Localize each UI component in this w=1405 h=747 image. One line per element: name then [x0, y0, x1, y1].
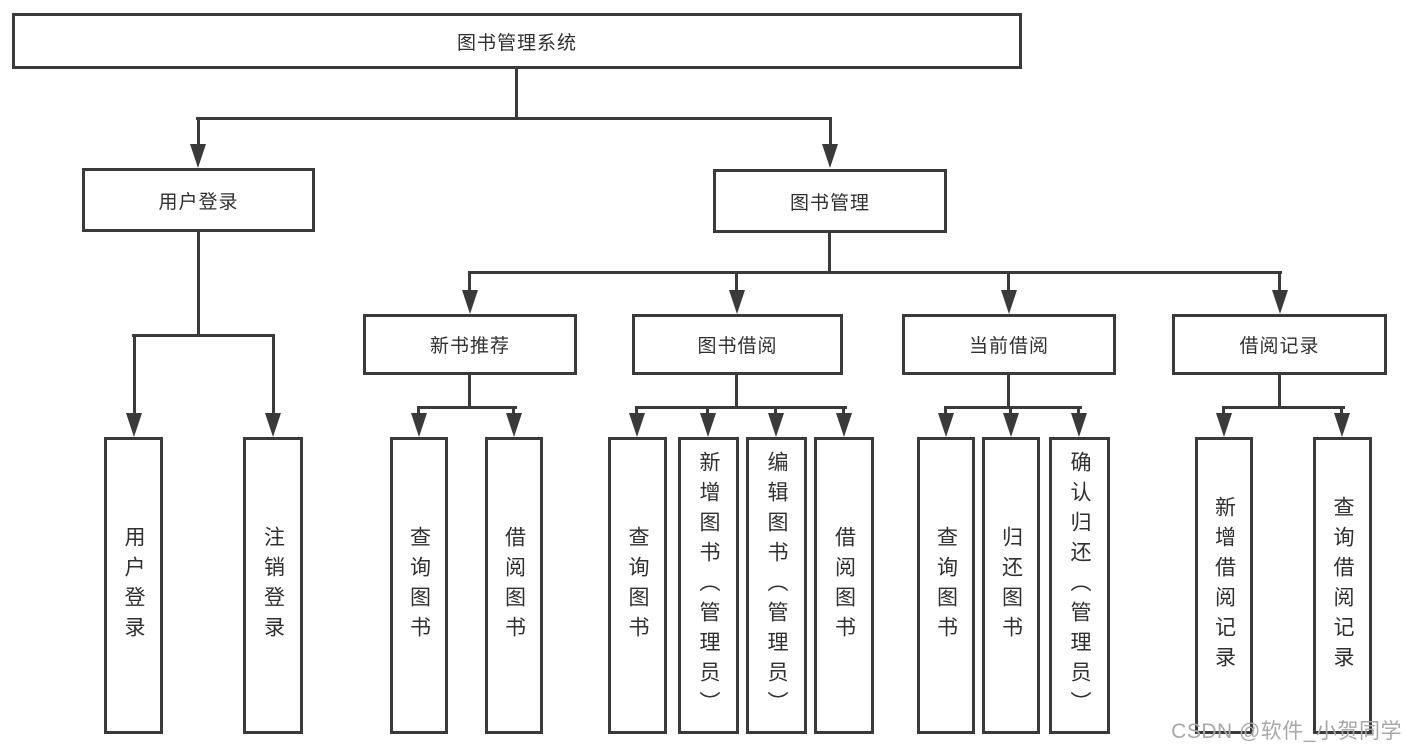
connector-group5-rail — [1222, 406, 1345, 409]
node-query-borrow-record: 查询借阅记录 — [1313, 437, 1372, 734]
node-label: 新增借阅记录 — [1212, 495, 1236, 676]
connector-stem — [842, 407, 845, 416]
node-label: 借阅图书 — [502, 525, 526, 646]
node-user-login-leaf: 用户登录 — [104, 437, 163, 734]
node-user-login: 用户登录 — [82, 168, 315, 232]
node-query-books-borrow: 查询图书 — [608, 437, 667, 734]
connector-stem — [1278, 272, 1281, 292]
node-query-books-current: 查询图书 — [917, 437, 975, 734]
node-label: 查询图书 — [407, 525, 431, 646]
connector-group5-down — [1278, 375, 1281, 409]
connector-stem — [944, 407, 947, 416]
connector-stem — [1007, 272, 1010, 292]
connector-group4-down — [1007, 375, 1010, 409]
arrow-down-icon — [629, 413, 645, 437]
connector-group1-rail — [132, 334, 275, 337]
connector-book-mgmt-stem — [829, 118, 832, 148]
connector-stem — [1009, 407, 1012, 416]
connector-user-login-stem — [197, 118, 200, 148]
arrow-down-icon — [1071, 413, 1087, 437]
connector-stem — [774, 407, 777, 416]
node-label: 当前借阅 — [968, 336, 1049, 357]
connector-root-stem — [515, 69, 518, 120]
node-label: 新书推荐 — [429, 336, 510, 357]
connector-stem — [1340, 407, 1343, 416]
arrow-down-icon — [938, 413, 954, 437]
node-label: 借阅图书 — [832, 525, 856, 646]
connector-group1-down — [197, 232, 200, 337]
connector-stem — [1222, 407, 1225, 416]
node-label: 归还图书 — [999, 525, 1023, 646]
connector-group2-down — [468, 375, 471, 409]
connector-group2-rail — [417, 406, 517, 409]
arrow-down-icon — [462, 290, 478, 314]
connector-stem — [1077, 407, 1080, 416]
arrow-down-icon — [126, 413, 142, 437]
node-label: 注销登录 — [261, 525, 285, 646]
arrow-down-icon — [1216, 413, 1232, 437]
node-library-management-system: 图书管理系统 — [12, 13, 1022, 69]
arrow-down-icon — [411, 413, 427, 437]
arrow-down-icon — [822, 144, 838, 168]
node-query-books-recommend: 查询图书 — [390, 437, 448, 734]
connector-stem — [735, 272, 738, 292]
csdn-watermark: CSDN @软件_小贺同学 — [1171, 720, 1402, 743]
connector-stem — [417, 407, 420, 416]
arrow-down-icon — [729, 290, 745, 314]
connector-stem — [272, 335, 275, 415]
arrow-down-icon — [700, 413, 716, 437]
node-book-borrowing: 图书借阅 — [632, 314, 843, 375]
node-return-books: 归还图书 — [982, 437, 1040, 734]
node-label: 编辑图书（管理员） — [765, 450, 788, 721]
node-label: 查询借阅记录 — [1331, 495, 1354, 676]
arrow-down-icon — [190, 144, 206, 168]
connector-stem — [468, 272, 471, 292]
node-new-book-recommendation: 新书推荐 — [363, 314, 577, 375]
arrow-down-icon — [506, 413, 522, 437]
connector-book-mgmt-down — [828, 233, 831, 274]
node-confirm-return-admin: 确认归还（管理员） — [1049, 437, 1110, 734]
node-logout: 注销登录 — [243, 437, 303, 734]
node-label: 查询图书 — [626, 525, 649, 646]
node-label: 查询图书 — [934, 525, 958, 646]
arrow-down-icon — [1001, 290, 1017, 314]
arrow-down-icon — [836, 413, 852, 437]
connector-stem — [706, 407, 709, 416]
connector-group3-down — [735, 375, 738, 409]
node-label: 确认归还（管理员） — [1068, 450, 1091, 721]
node-label: 图书借阅 — [697, 336, 778, 357]
arrow-down-icon — [1272, 290, 1288, 314]
node-current-borrowing: 当前借阅 — [902, 314, 1116, 375]
node-borrow-books-recommend: 借阅图书 — [485, 437, 543, 734]
connector-stem — [512, 407, 515, 416]
arrow-down-icon — [768, 413, 784, 437]
node-edit-books-admin: 编辑图书（管理员） — [746, 437, 807, 734]
connector-group4-rail — [944, 406, 1082, 409]
node-book-management: 图书管理 — [713, 169, 947, 233]
node-label: 新增图书（管理员） — [697, 450, 720, 721]
node-add-borrow-record: 新增借阅记录 — [1195, 437, 1253, 734]
arrow-down-icon — [1334, 413, 1350, 437]
node-label: 用户登录 — [158, 191, 239, 213]
node-label: 借阅记录 — [1239, 336, 1320, 357]
node-label: 图书管理 — [789, 192, 870, 214]
connector-level2-rail — [196, 117, 832, 120]
node-label: 用户登录 — [122, 525, 145, 646]
connector-stem — [635, 407, 638, 416]
connector-stem — [133, 335, 136, 415]
arrow-down-icon — [265, 413, 281, 437]
node-borrow-books-leaf: 借阅图书 — [814, 437, 874, 734]
connector-group3-rail — [635, 406, 847, 409]
arrow-down-icon — [1003, 413, 1019, 437]
connector-level3-rail — [468, 271, 1282, 274]
node-borrowing-records: 借阅记录 — [1172, 314, 1387, 375]
node-label: 图书管理系统 — [456, 32, 577, 54]
node-add-books-admin: 新增图书（管理员） — [678, 437, 739, 734]
